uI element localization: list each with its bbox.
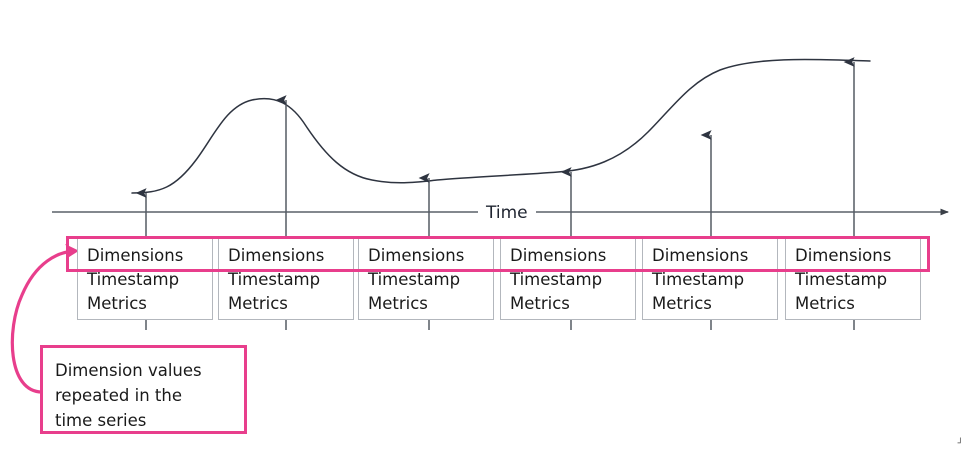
record-timestamp-label: Timestamp: [368, 270, 461, 289]
callout-text-line-3: time series: [55, 411, 147, 430]
record-dimensions-label: Dimensions: [795, 246, 892, 265]
record-metrics-label: Metrics: [652, 294, 712, 313]
record-metrics-label: Metrics: [228, 294, 288, 313]
record-metrics-label: Metrics: [368, 294, 428, 313]
callout-text-line-1: Dimension values: [55, 361, 202, 380]
record-metrics-label: Metrics: [795, 294, 855, 313]
record-metrics-label: Metrics: [87, 294, 147, 313]
record-dimensions-label: Dimensions: [87, 246, 184, 265]
record-timestamp-label: Timestamp: [87, 270, 180, 289]
callout-connector-arrow: [10, 244, 79, 394]
time-axis-label: Time: [478, 203, 536, 223]
record-dimensions-label: Dimensions: [652, 246, 749, 265]
record-timestamp-label: Timestamp: [652, 270, 745, 289]
record-metrics-label: Metrics: [510, 294, 570, 313]
corner-mark-glyph: ┘: [957, 439, 963, 449]
data-series-curve: [131, 58, 871, 194]
record-dimensions-label: Dimensions: [228, 246, 325, 265]
callout-text-line-2: repeated in the: [55, 386, 183, 405]
annotation-callout-box: Dimension values repeated in the time seri…: [40, 345, 247, 434]
record-dimensions-label: Dimensions: [510, 246, 607, 265]
record-timestamp-label: Timestamp: [510, 270, 603, 289]
record-timestamp-label: Timestamp: [228, 270, 321, 289]
record-timestamp-label: Timestamp: [795, 270, 888, 289]
record-dimensions-label: Dimensions: [368, 246, 465, 265]
